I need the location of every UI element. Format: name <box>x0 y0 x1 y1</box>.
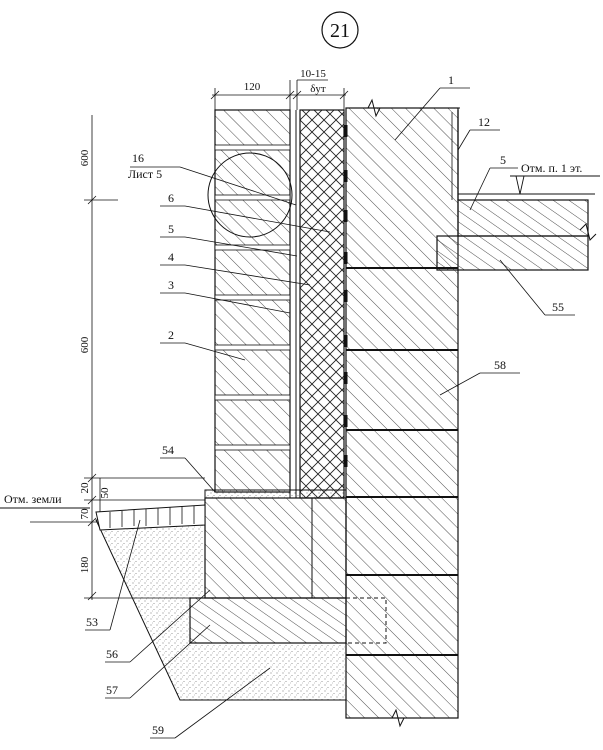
dim-50: 50 <box>99 487 111 499</box>
callout-16: 16 <box>132 151 144 165</box>
dim-insulation: δут <box>310 83 326 95</box>
dim-20: 20 <box>79 482 91 494</box>
callout-57: 57 <box>106 683 118 697</box>
leader-lines <box>85 87 575 739</box>
callout-12: 12 <box>478 115 490 129</box>
dim-600-lower: 600 <box>79 336 91 353</box>
callout-53: 53 <box>86 615 98 629</box>
callout-59: 59 <box>152 723 164 737</box>
floor-elevation-label: Отм. п. 1 эт. <box>521 161 582 175</box>
sheet-number-badge: 21 <box>321 11 359 49</box>
inner-wall <box>345 107 459 719</box>
callout-55: 55 <box>552 300 564 314</box>
callout-sheet-ref: Лист 5 <box>128 167 162 181</box>
floor-slab <box>436 110 597 271</box>
callout-4: 4 <box>168 250 174 264</box>
dim-70: 70 <box>79 508 91 520</box>
dim-600-upper: 600 <box>79 149 91 166</box>
dim-180: 180 <box>79 556 91 573</box>
callout-58: 58 <box>494 358 506 372</box>
callout-2: 2 <box>168 328 174 342</box>
floor-elevation-mark <box>510 175 600 195</box>
callout-5-left: 5 <box>168 222 174 236</box>
blind-area <box>95 504 206 531</box>
callout-56: 56 <box>106 647 118 661</box>
callout-3: 3 <box>168 278 174 292</box>
callout-5-right: 5 <box>500 153 506 167</box>
callout-6: 6 <box>168 191 174 205</box>
dim-brick-width: 120 <box>244 81 261 93</box>
top-dimensions <box>210 79 349 110</box>
break-mark-bottom <box>346 708 458 728</box>
callout-1: 1 <box>448 73 454 87</box>
ground-elevation-label: Отм. земли <box>4 492 62 506</box>
air-gap <box>289 110 301 498</box>
brick-facing <box>207 109 293 493</box>
foundation-block <box>204 497 347 599</box>
sheet-number: 21 <box>330 20 350 42</box>
waterproofing-layer <box>204 489 347 499</box>
dim-gap: 10-15 <box>300 68 326 80</box>
insulation-layer <box>299 109 345 499</box>
callout-54: 54 <box>162 443 174 457</box>
footing-beam <box>189 597 387 644</box>
